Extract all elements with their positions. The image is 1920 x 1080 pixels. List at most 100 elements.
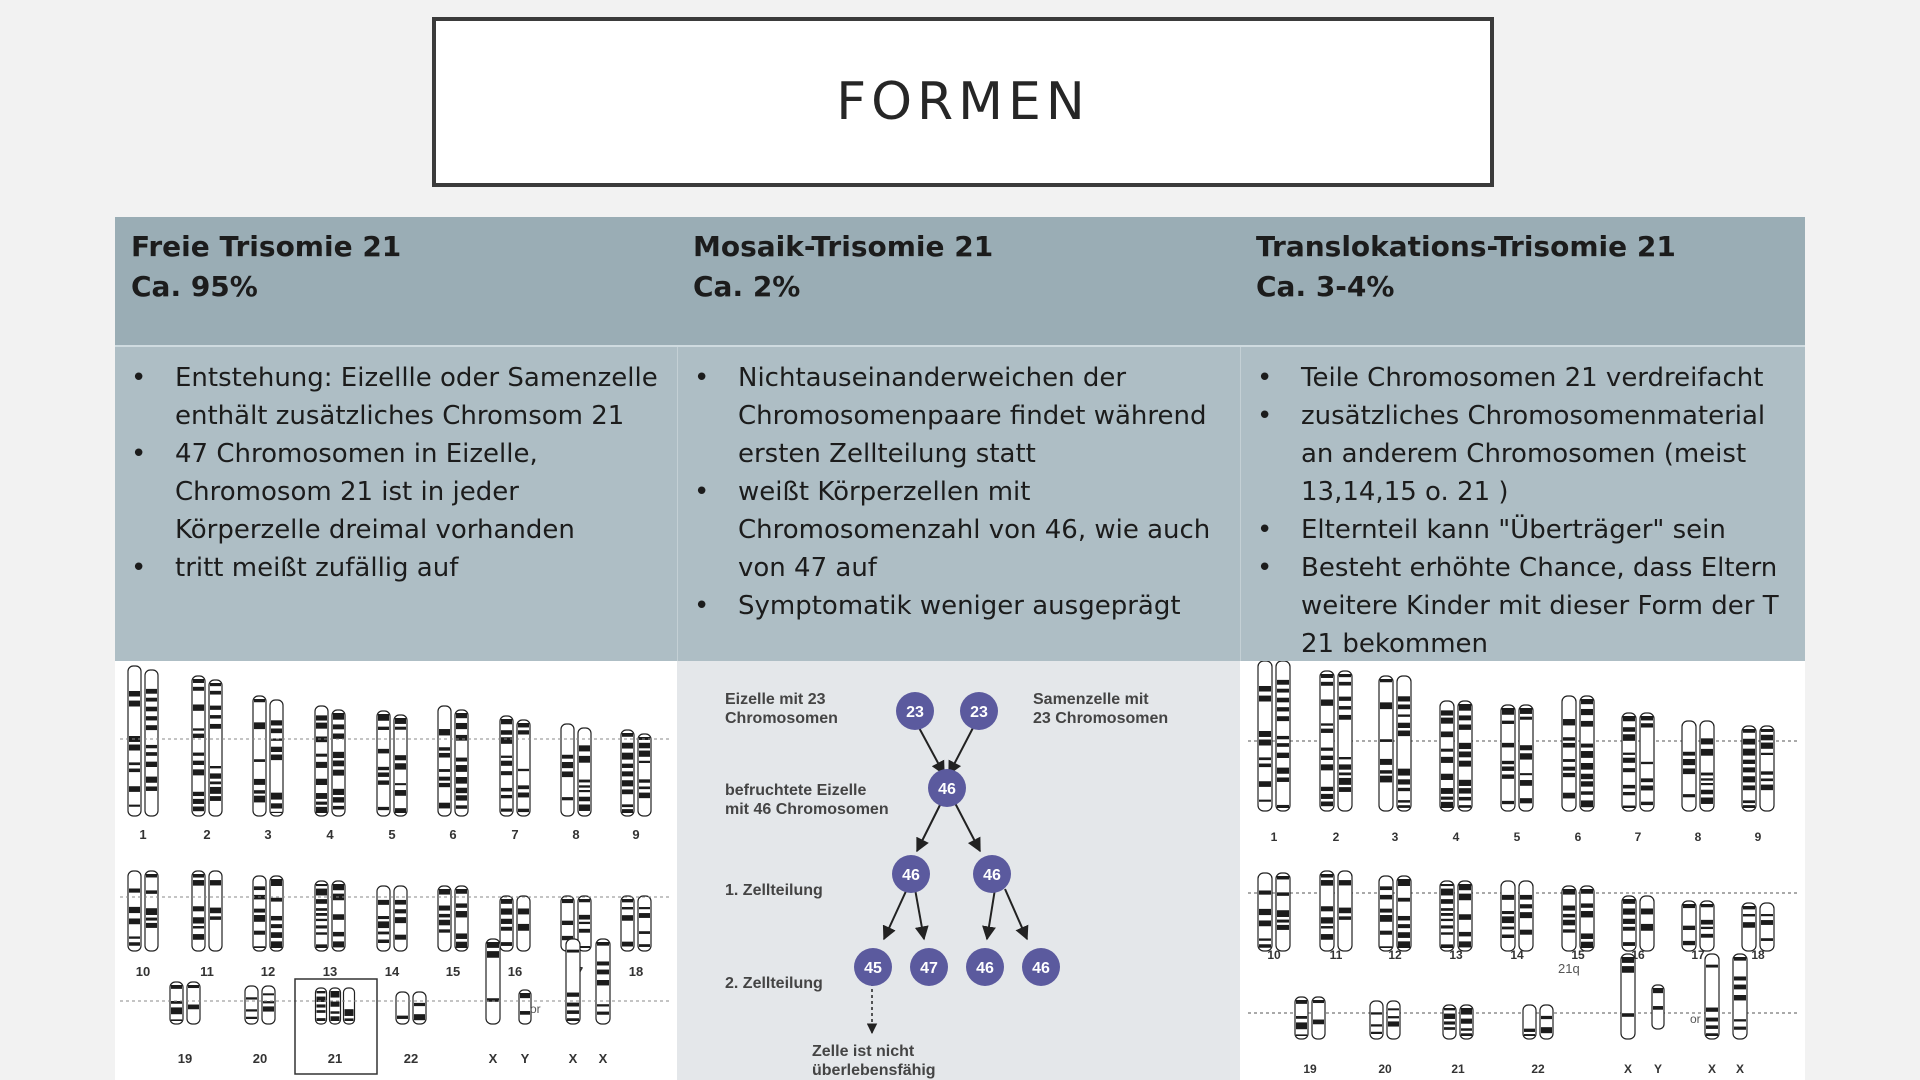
or-label: or xyxy=(530,1002,541,1016)
chromosome-number-label: 22 xyxy=(404,1051,418,1066)
chromosome xyxy=(1257,661,1273,812)
chromosome xyxy=(1396,675,1412,812)
chromosome xyxy=(1457,700,1473,812)
chromosome xyxy=(1704,953,1720,1040)
chromosome xyxy=(269,875,284,952)
chromosome xyxy=(1620,953,1636,1040)
chromosome-number-label: 20 xyxy=(253,1051,267,1066)
chromosome xyxy=(454,885,469,952)
bullet: Symptomatik weniger ausgeprägt xyxy=(692,587,1228,625)
chromosome-number-label: 5 xyxy=(388,827,395,842)
share: Ca. 95% xyxy=(131,270,258,303)
chromosome-number-label: 21 xyxy=(328,1051,342,1066)
header-translocation-trisomy: Translokations-Trisomie 21 Ca. 3-4% xyxy=(1240,217,1805,347)
chromosome xyxy=(1741,902,1757,952)
chromosome-number-label: 11 xyxy=(200,964,214,979)
cell-circle: 46 xyxy=(973,855,1011,893)
chromosome xyxy=(376,710,391,817)
chromosome-number-label: 8 xyxy=(572,827,579,842)
bullet: tritt meißt zufällig auf xyxy=(129,549,665,587)
chromosome xyxy=(331,709,346,817)
chromosome-number-label: X xyxy=(1624,1062,1632,1076)
chromosome xyxy=(485,938,501,1025)
chromosome-number-label: 8 xyxy=(1695,830,1702,844)
chromosome xyxy=(1759,725,1775,812)
cell-circle: 23 xyxy=(896,692,934,730)
chromosome xyxy=(1257,872,1273,952)
chromosome xyxy=(393,885,408,952)
bullet: zusätzliches Chromosomenmaterial an ande… xyxy=(1255,397,1793,511)
chromosome xyxy=(1518,880,1534,952)
chromosome-number-label: 18 xyxy=(629,964,643,979)
chromosome xyxy=(1732,953,1748,1040)
chromosome xyxy=(1311,996,1326,1040)
chromosome xyxy=(560,723,575,817)
karyotype-free-trisomy: 12345678910111213141516171819202122XYXX … xyxy=(115,661,677,1080)
chromosome-number-label: 13 xyxy=(1449,948,1463,962)
chromosome xyxy=(454,709,469,817)
chromosome xyxy=(595,938,611,1025)
forms-table: Freie Trisomie 21 Ca. 95% Mosaik-Trisomi… xyxy=(115,217,1805,1080)
chromosome xyxy=(208,870,223,952)
chromosome xyxy=(1337,670,1353,812)
chromosome xyxy=(1639,895,1655,952)
chromosome-count: 47 xyxy=(920,960,938,977)
cell-circle: 46 xyxy=(1022,948,1060,986)
bullet-list: Teile Chromosomen 21 verdreifacht zusätz… xyxy=(1255,359,1793,661)
chromosome-number-label: 13 xyxy=(323,964,337,979)
or-label: or xyxy=(1690,1012,1701,1026)
chromosome xyxy=(1741,725,1757,812)
cell-circle: 46 xyxy=(928,769,966,807)
chromosome xyxy=(437,885,452,952)
chromosome-number-label: 12 xyxy=(1388,948,1402,962)
chromosome xyxy=(560,895,575,952)
chromosome-count: 23 xyxy=(970,704,988,721)
chromosome xyxy=(499,895,514,952)
chromosome xyxy=(1699,720,1715,812)
chromosome xyxy=(1621,895,1637,952)
chromosome xyxy=(186,981,201,1025)
chromosome-number-label: 18 xyxy=(1751,948,1765,962)
chromosome xyxy=(1759,902,1775,952)
chromosome xyxy=(1337,870,1353,952)
chromosome-number-label: 17 xyxy=(1691,948,1705,962)
chromosome-number-label: 2 xyxy=(203,827,210,842)
chromosome xyxy=(565,938,581,1025)
chromosome-number-label: 9 xyxy=(632,827,639,842)
chromosome xyxy=(637,733,652,817)
chromosome-number-label: X xyxy=(569,1051,578,1066)
chromosome xyxy=(393,714,408,817)
heading: Translokations-Trisomie 21 xyxy=(1256,230,1676,263)
chromosome xyxy=(127,870,142,952)
chromosome xyxy=(252,695,267,817)
chromosome-count: 46 xyxy=(938,781,956,798)
bullet-list: Nichtauseinanderweichen der Chromosomenp… xyxy=(692,359,1228,625)
chromosome xyxy=(1539,1004,1554,1040)
chromosome xyxy=(395,991,410,1025)
21q-label: 21q xyxy=(1558,961,1580,976)
chromosome xyxy=(1457,880,1473,952)
chromosome xyxy=(191,675,206,817)
chromosome-count: 45 xyxy=(864,960,882,977)
chromosome-number-label: X xyxy=(599,1051,608,1066)
chromosome xyxy=(412,991,427,1025)
chromosome-number-label: 2 xyxy=(1333,830,1340,844)
body-translocation-trisomy: Teile Chromosomen 21 verdreifacht zusätz… xyxy=(1240,347,1805,661)
chromosome xyxy=(499,715,514,817)
chromosome xyxy=(328,987,342,1025)
chromosome xyxy=(269,699,284,817)
bullet: weißt Körperzellen mit Chromosomenzahl v… xyxy=(692,473,1228,587)
chromosome-number-label: 9 xyxy=(1755,830,1762,844)
heading: Mosaik-Trisomie 21 xyxy=(693,230,994,263)
bullet-list: Entstehung: Eizellle oder Samenzelle ent… xyxy=(129,359,665,587)
chromosome xyxy=(1561,695,1577,812)
bullet: Nichtauseinanderweichen der Chromosomenp… xyxy=(692,359,1228,473)
chromosome-number-label: 19 xyxy=(178,1051,192,1066)
chromosome-number-label: 14 xyxy=(1510,948,1524,962)
chromosome xyxy=(1518,704,1534,812)
chromosome xyxy=(208,679,223,817)
